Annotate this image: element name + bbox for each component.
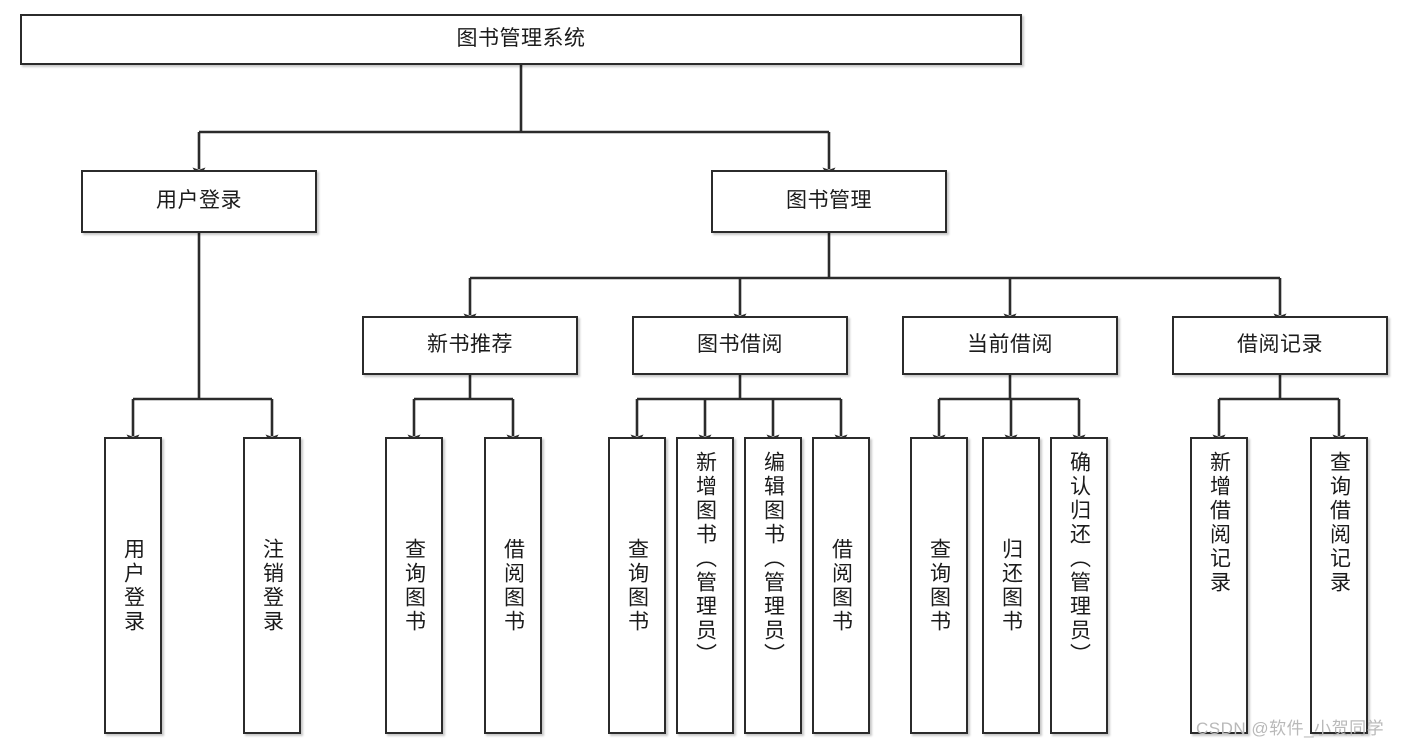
node-label: 新书推荐 bbox=[427, 333, 513, 357]
node-l-login-2[interactable]: 注销登录 bbox=[243, 437, 301, 734]
node-bookmgmt[interactable]: 图书管理 bbox=[711, 170, 947, 233]
node-label: 新增图书（管理员） bbox=[693, 451, 717, 667]
node-label: 查询图书 bbox=[927, 537, 951, 634]
node-label: 归还图书 bbox=[999, 537, 1023, 634]
node-label: 借阅图书 bbox=[501, 537, 525, 634]
node-l-cur-3[interactable]: 确认归还（管理员） bbox=[1050, 437, 1108, 734]
node-l-login-1[interactable]: 用户登录 bbox=[104, 437, 162, 734]
node-current[interactable]: 当前借阅 bbox=[902, 316, 1118, 375]
node-label: 查询借阅记录 bbox=[1327, 451, 1351, 595]
node-newbooks[interactable]: 新书推荐 bbox=[362, 316, 578, 375]
node-l-cur-1[interactable]: 查询图书 bbox=[910, 437, 968, 734]
node-label: 借阅图书 bbox=[829, 537, 853, 634]
node-l-new-2[interactable]: 借阅图书 bbox=[484, 437, 542, 734]
node-login[interactable]: 用户登录 bbox=[81, 170, 317, 233]
node-root[interactable]: 图书管理系统 bbox=[20, 14, 1022, 65]
node-label: 用户登录 bbox=[156, 189, 242, 213]
node-label: 当前借阅 bbox=[967, 333, 1053, 357]
node-label: 确认归还（管理员） bbox=[1067, 451, 1091, 667]
node-l-rec-1[interactable]: 新增借阅记录 bbox=[1190, 437, 1248, 734]
node-l-bor-4[interactable]: 借阅图书 bbox=[812, 437, 870, 734]
node-l-rec-2[interactable]: 查询借阅记录 bbox=[1310, 437, 1368, 734]
node-label: 用户登录 bbox=[121, 537, 145, 634]
node-l-new-1[interactable]: 查询图书 bbox=[385, 437, 443, 734]
node-l-bor-1[interactable]: 查询图书 bbox=[608, 437, 666, 734]
node-label: 注销登录 bbox=[260, 537, 284, 634]
node-label: 图书借阅 bbox=[697, 333, 783, 357]
node-label: 图书管理 bbox=[786, 189, 872, 213]
node-label: 查询图书 bbox=[402, 537, 426, 634]
node-label: 查询图书 bbox=[625, 537, 649, 634]
node-l-bor-3[interactable]: 编辑图书（管理员） bbox=[744, 437, 802, 734]
node-label: 借阅记录 bbox=[1237, 333, 1323, 357]
node-borrow[interactable]: 图书借阅 bbox=[632, 316, 848, 375]
node-l-bor-2[interactable]: 新增图书（管理员） bbox=[676, 437, 734, 734]
node-label: 图书管理系统 bbox=[456, 27, 586, 51]
node-records[interactable]: 借阅记录 bbox=[1172, 316, 1388, 375]
node-l-cur-2[interactable]: 归还图书 bbox=[982, 437, 1040, 734]
connectors-group bbox=[126, 65, 1346, 446]
node-label: 编辑图书（管理员） bbox=[761, 451, 785, 667]
node-label: 新增借阅记录 bbox=[1207, 451, 1231, 595]
